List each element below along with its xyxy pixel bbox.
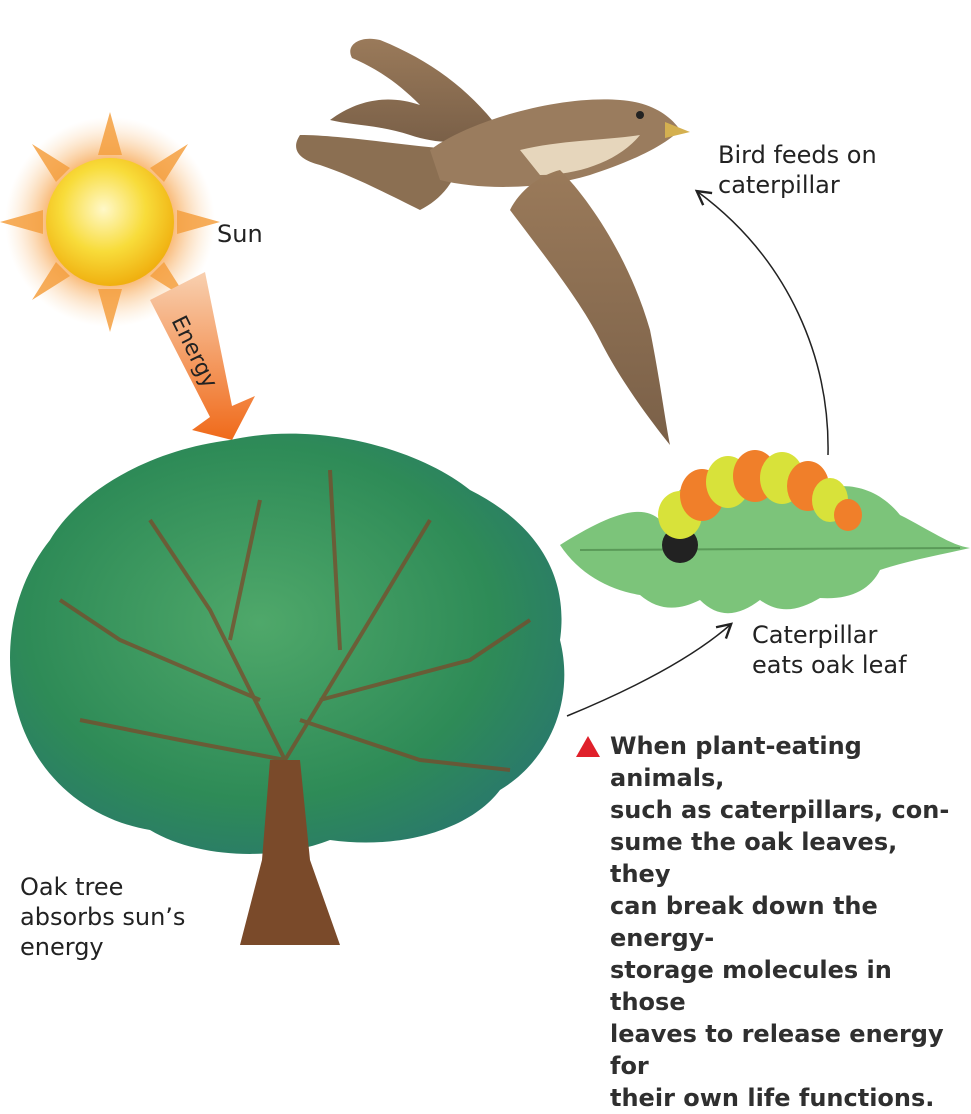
oak-label-line: Oak tree [20,872,185,902]
tree-to-caterpillar-arrow [567,625,730,716]
bird-label: Bird feeds on caterpillar [718,140,877,200]
caption-line: When plant-eating animals, [610,730,960,794]
caption-line: their own life functions. [610,1082,960,1114]
oak-tree-illustration [10,434,564,945]
caterpillar-label-line: eats oak leaf [752,650,907,680]
oak-tree-label: Oak tree absorbs sun’s energy [20,872,185,962]
energy-arrow: Energy [150,272,255,440]
caption-line: leaves to release energy for [610,1018,960,1082]
bird-label-line: Bird feeds on [718,140,877,170]
caterpillar-label: Caterpillar eats oak leaf [752,620,907,680]
caption-line: storage molecules in those [610,954,960,1018]
oak-label-line: absorbs sun’s [20,902,185,932]
caption-line: sume the oak leaves, they [610,826,960,890]
caterpillar-to-bird-arrow [698,192,828,455]
sun-disc [46,158,174,286]
sun-label: Sun [217,219,263,249]
bird-illustration [296,39,690,445]
caption-line: can break down the energy- [610,890,960,954]
caption-line: such as caterpillars, con- [610,794,960,826]
bird-eye [636,111,644,119]
caterpillar-label-line: Caterpillar [752,620,907,650]
sun-label-text: Sun [217,219,263,249]
bird-label-line: caterpillar [718,170,877,200]
bird-lower-wing [510,170,670,445]
figure-caption: When plant-eating animals, such as cater… [610,730,960,1114]
caption-triangle-icon [576,736,600,757]
oak-label-line: energy [20,932,185,962]
bird-beak [665,122,690,138]
